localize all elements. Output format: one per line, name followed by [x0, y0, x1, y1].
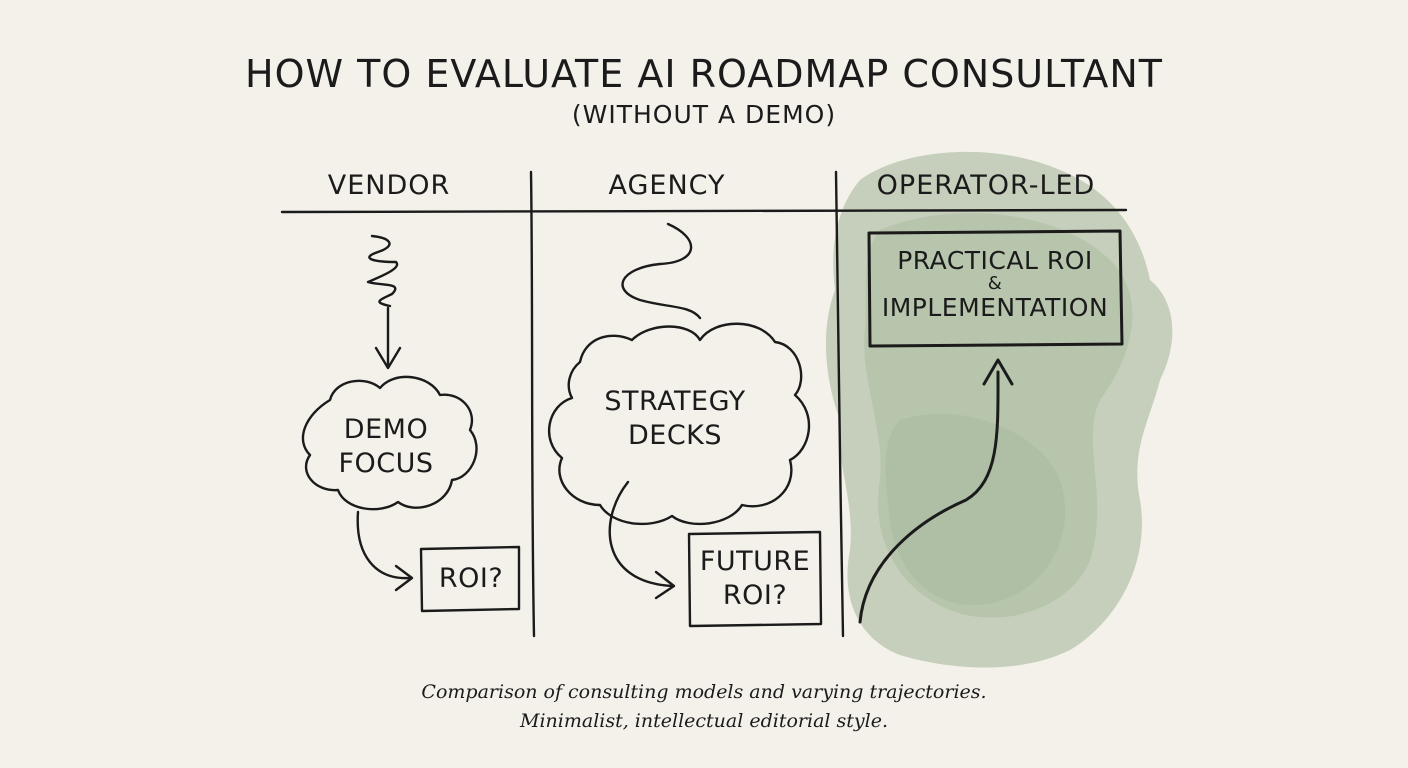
page-subtitle: (WITHOUT A DEMO) [571, 100, 837, 129]
operator-box-line-1: PRACTICAL ROI [897, 246, 1093, 275]
vendor-arrow-head [374, 346, 402, 370]
vendor-cloud-label: DEMO FOCUS [320, 413, 452, 481]
agency-box-line-1: FUTURE [699, 546, 811, 577]
operator-rising-arrow [858, 370, 1000, 624]
agency-future-roi-box-label: FUTURE ROI? [690, 545, 820, 613]
column-divider-1 [529, 170, 536, 638]
column-heading-agency: AGENCY [608, 170, 726, 201]
header-divider-line [280, 208, 1128, 214]
vendor-scribble [366, 234, 399, 308]
vendor-curve-arrow [356, 510, 412, 580]
agency-curve-arrow [608, 480, 674, 588]
operator-roi-box-frame [867, 229, 1124, 348]
vendor-curve-arrow-head [394, 564, 414, 592]
operator-rising-arrow-head [982, 358, 1014, 386]
agency-curve-arrow-head [654, 570, 676, 600]
vendor-roi-box-frame [419, 545, 521, 613]
vendor-cloud-shape [301, 375, 478, 511]
agency-squiggle [621, 222, 702, 320]
column-divider-2 [834, 170, 845, 638]
agency-cloud-shape [547, 322, 811, 526]
agency-box-line-2: ROI? [722, 580, 788, 611]
vendor-roi-line-1: ROI? [438, 563, 504, 594]
page-title: HOW TO EVALUATE AI ROADMAP CONSULTANT [245, 52, 1163, 96]
vendor-roi-box-label: ROI? [422, 562, 520, 596]
operator-box-line-3: IMPLEMENTATION [881, 293, 1109, 322]
agency-cloud-line-2: DECKS [627, 420, 723, 451]
agency-cloud-line-1: STRATEGY [604, 386, 746, 417]
operator-box-line-2: & [987, 273, 1003, 294]
agency-future-roi-box-frame [687, 530, 823, 628]
vendor-cloud-line-2: FOCUS [338, 448, 434, 479]
column-heading-operator-led: OPERATOR-LED [876, 170, 1096, 201]
column-heading-vendor: VENDOR [327, 170, 451, 201]
caption-line-1: Comparison of consulting models and vary… [421, 681, 987, 703]
caption-line-2: Minimalist, intellectual editorial style… [520, 710, 888, 732]
vendor-cloud-line-1: DEMO [343, 414, 429, 445]
agency-cloud-label: STRATEGY DECKS [580, 385, 770, 453]
operator-roi-box-label: PRACTICAL ROI & IMPLEMENTATION [870, 247, 1120, 321]
figure-caption: Comparison of consulting models and vary… [0, 678, 1408, 736]
